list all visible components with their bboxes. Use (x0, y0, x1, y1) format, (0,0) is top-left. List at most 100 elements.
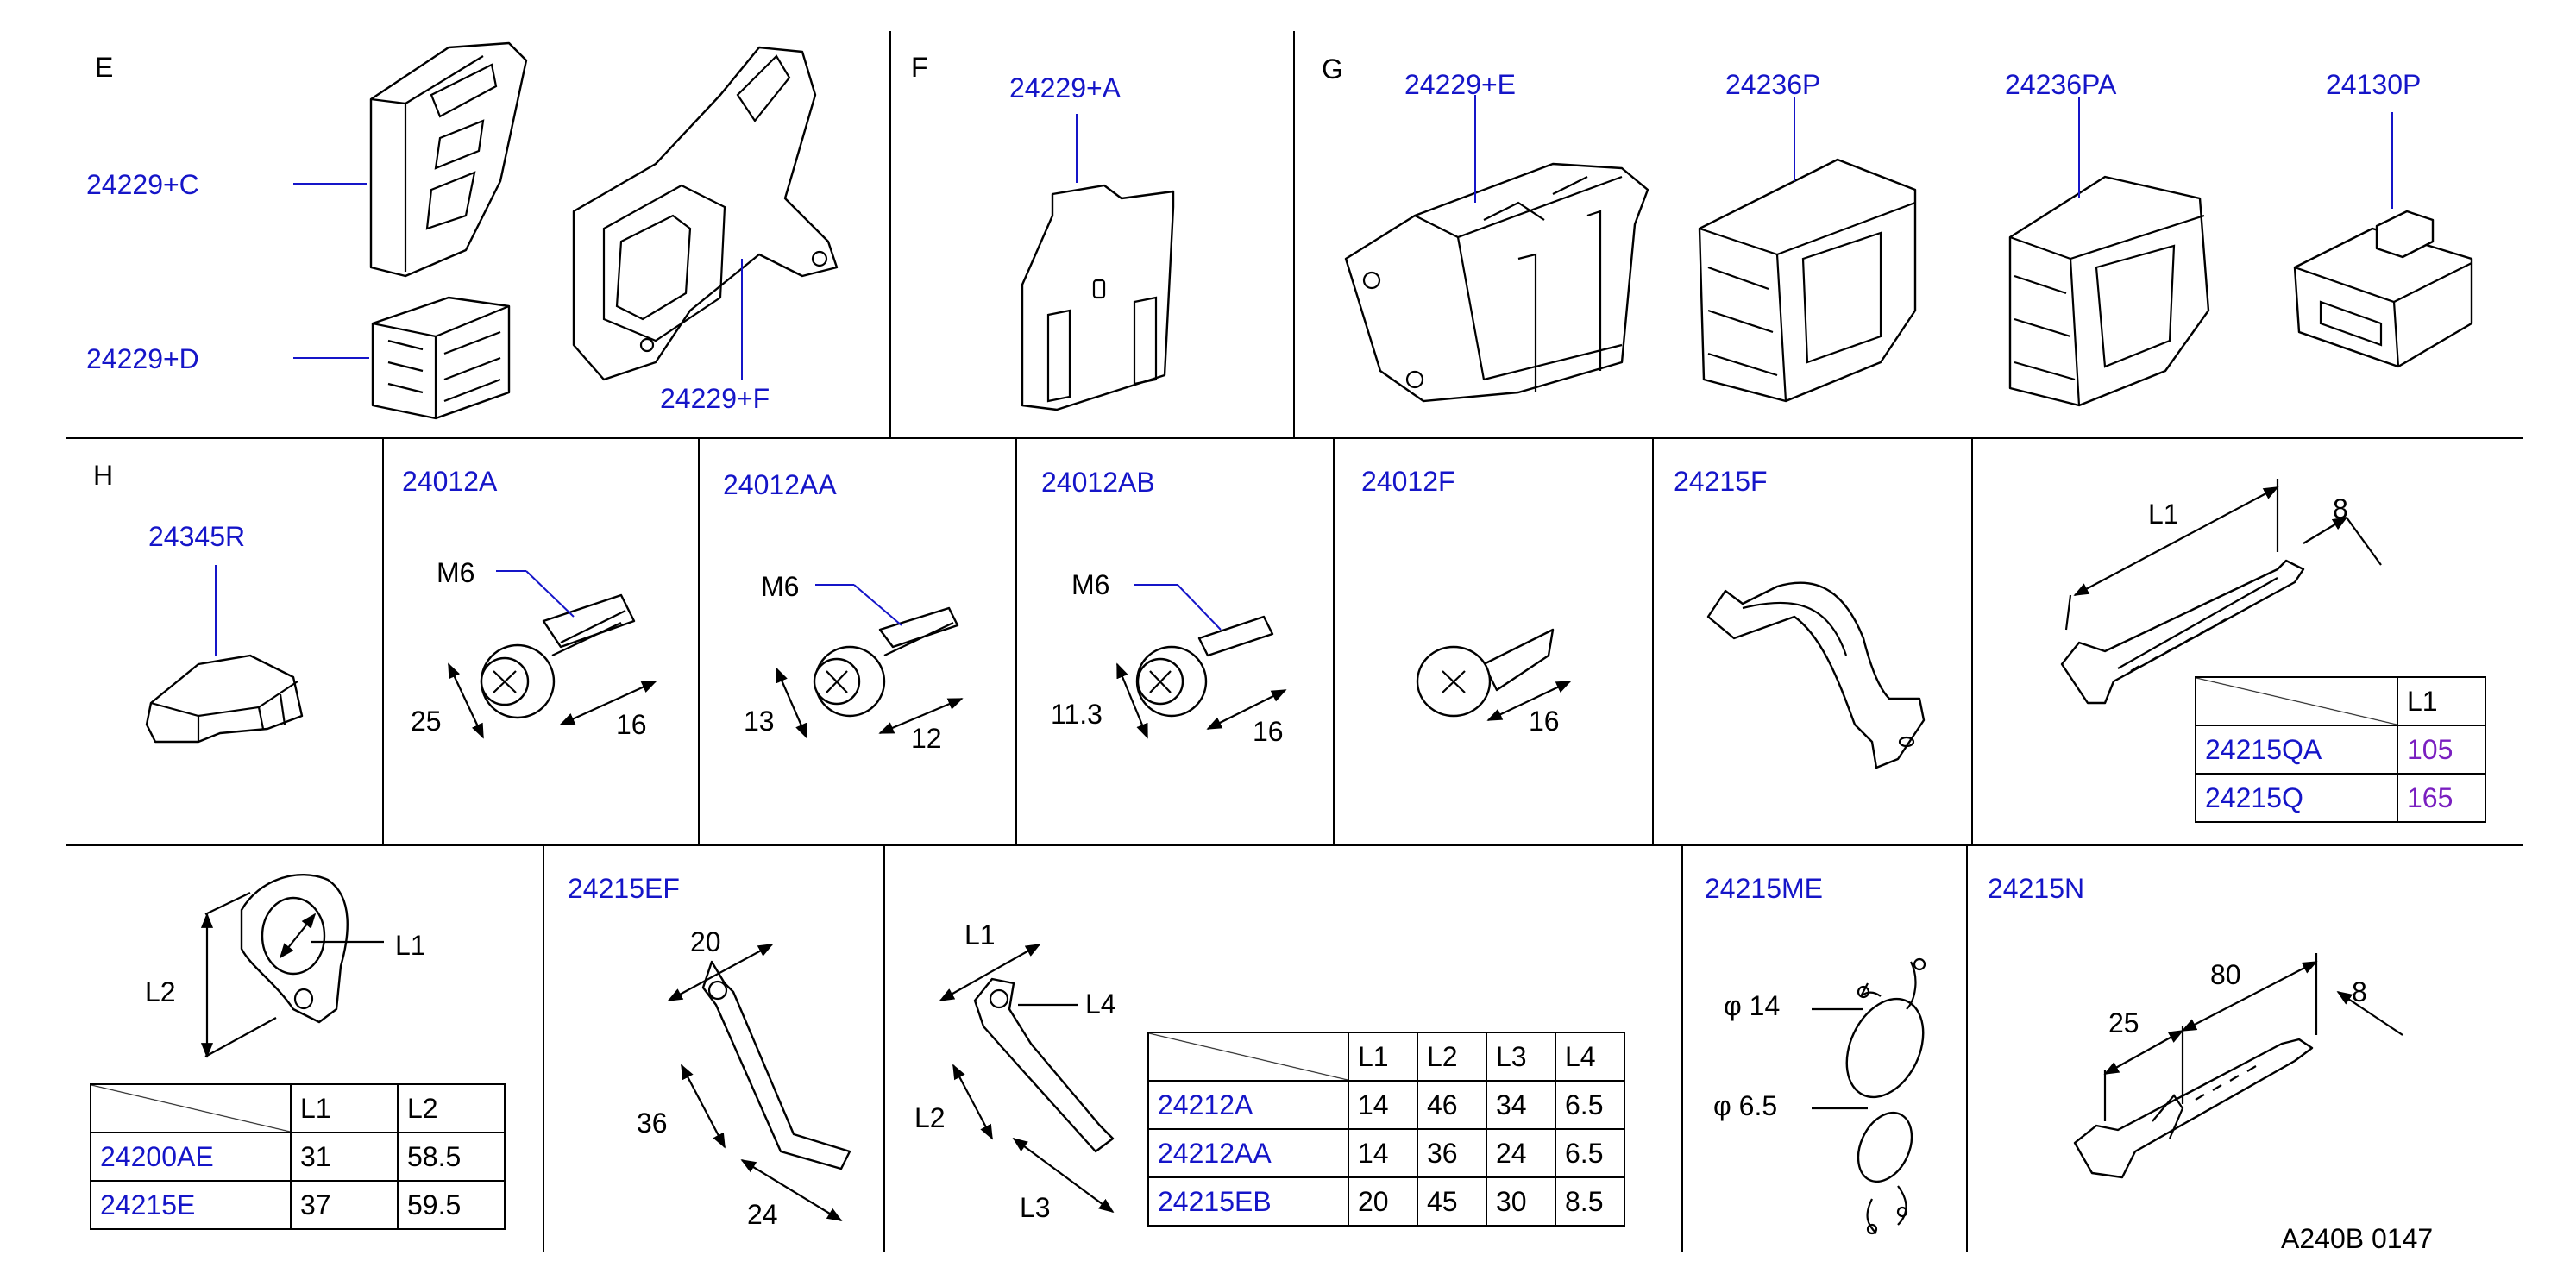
dim-24215n-25 (2103, 1030, 2184, 1075)
dim-label-24012ab-thread: 16 (1253, 716, 1284, 747)
table-corner-cell (2195, 676, 2398, 726)
table-cell-l2: 45 (1417, 1176, 1487, 1227)
dim-label-24215q-l1: L1 (2148, 499, 2179, 530)
part-number-24229f[interactable]: 24229+F (660, 383, 770, 414)
dim-label-24215me-dia-big: φ 14 (1724, 990, 1781, 1021)
table-cell-l2: 36 (1417, 1128, 1487, 1178)
part-24012f-drawing (1416, 628, 1555, 718)
table-header-l3: L3 (1486, 1032, 1556, 1082)
table-cell-l2: 58.5 (397, 1132, 506, 1182)
part-number-24215me[interactable]: 24215ME (1705, 873, 1823, 904)
section-letter-f: F (911, 52, 928, 83)
part-24012aa-drawing (813, 606, 959, 718)
dim-label-24212a-l2: L2 (914, 1102, 946, 1133)
table-cell-l1: 31 (290, 1132, 399, 1182)
dim-label-24012aa-thread: 12 (911, 723, 942, 754)
dim-label-24200ae-l1: L1 (395, 930, 426, 961)
table-cell-l4: 8.5 (1555, 1176, 1625, 1227)
section-letter-e: E (95, 52, 114, 83)
part-number-24012f[interactable]: 24012F (1361, 466, 1455, 497)
part-24215n-drawing (2073, 1038, 2314, 1179)
table-cell-l3: 24 (1486, 1128, 1556, 1178)
table-cell-l2: 46 (1417, 1080, 1487, 1130)
part-number-24215f[interactable]: 24215F (1674, 466, 1768, 497)
part-24236pa-drawing (2008, 175, 2210, 407)
dim-label-24215q-width: 8 (2333, 493, 2348, 524)
table-cell-part[interactable]: 24215E (90, 1180, 292, 1230)
part-number-24012a[interactable]: 24012A (402, 466, 498, 497)
section-letter-h: H (93, 460, 114, 491)
table-row: 24212A 14 46 34 6.5 (1147, 1080, 1625, 1130)
table-row: 24200AE 31 58.5 (90, 1132, 506, 1182)
table-cell-l1: 165 (2397, 773, 2486, 823)
part-number-24012aa[interactable]: 24012AA (723, 469, 837, 500)
dim-label-24012aa-length: 13 (744, 706, 775, 737)
diagram-code: A240B 0147 (2281, 1223, 2434, 1254)
part-24215ef-drawing (701, 960, 851, 1170)
table-header-l2: L2 (1417, 1032, 1487, 1082)
table-cell-l1: 14 (1348, 1128, 1418, 1178)
dim-24215ef-width (667, 944, 774, 1001)
table-header-l1: L1 (290, 1083, 399, 1133)
section-letter-g: G (1322, 53, 1343, 85)
part-number-24229c[interactable]: 24229+C (86, 169, 199, 200)
spec-table-24215q: L1 24215QA 105 24215Q 165 (2195, 676, 2486, 823)
table-cell-part[interactable]: 24212AA (1147, 1128, 1349, 1178)
table-cell-part[interactable]: 24212A (1147, 1080, 1349, 1130)
table-header-l2: L2 (397, 1083, 506, 1133)
table-header-row: L1 L2 L3 L4 (1147, 1032, 1625, 1082)
table-cell-l3: 34 (1486, 1080, 1556, 1130)
part-number-24229e[interactable]: 24229+E (1404, 69, 1517, 100)
part-number-24130p[interactable]: 24130P (2326, 69, 2422, 100)
table-header-l4: L4 (1555, 1032, 1625, 1082)
part-number-24236p[interactable]: 24236P (1725, 69, 1821, 100)
part-number-24229d[interactable]: 24229+D (86, 343, 199, 374)
table-cell-part[interactable]: 24215QA (2195, 725, 2398, 775)
spec-table-24200ae: L1 L2 24200AE 31 58.5 24215E 37 59.5 (90, 1083, 506, 1230)
dim-label-24215n-25: 25 (2108, 1007, 2139, 1038)
table-cell-part[interactable]: 24215Q (2195, 773, 2398, 823)
part-24229f-drawing (572, 46, 839, 381)
table-row: 24215E 37 59.5 (90, 1180, 506, 1230)
part-24215me-drawing (1845, 957, 1926, 1235)
part-24130p-drawing (2293, 210, 2473, 368)
dim-label-24215ef-width: 20 (690, 926, 721, 957)
table-header-row: L1 (2195, 676, 2486, 726)
table-corner-cell (90, 1083, 292, 1133)
part-24215f-drawing (1706, 581, 1926, 769)
part-number-24345r[interactable]: 24345R (148, 521, 246, 552)
part-24215q-drawing (2060, 559, 2305, 705)
part-24229d-drawing (371, 296, 511, 420)
table-cell-l1: 14 (1348, 1080, 1418, 1130)
table-cell-l4: 6.5 (1555, 1128, 1625, 1178)
table-row: 24212AA 14 36 24 6.5 (1147, 1128, 1625, 1178)
part-number-24215ef[interactable]: 24215EF (568, 873, 680, 904)
table-cell-l1: 20 (1348, 1176, 1418, 1227)
dim-label-24215n-width: 8 (2352, 976, 2367, 1007)
part-number-24215n[interactable]: 24215N (1988, 873, 2085, 904)
table-cell-l1: 105 (2397, 725, 2486, 775)
table-header-l1: L1 (1348, 1032, 1418, 1082)
dim-label-24012ab-length: 11.3 (1051, 699, 1103, 730)
part-24012a-drawing (480, 593, 636, 719)
part-number-24236pa[interactable]: 24236PA (2005, 69, 2117, 100)
part-24229a-drawing (1021, 184, 1175, 411)
dim-label-24215ef-height: 36 (637, 1107, 668, 1139)
table-cell-part[interactable]: 24215EB (1147, 1176, 1349, 1227)
table-cell-part[interactable]: 24200AE (90, 1132, 292, 1182)
part-number-24229a[interactable]: 24229+A (1009, 72, 1122, 104)
dim-24215q-l1 (2073, 486, 2279, 596)
thread-label-24012aa: M6 (761, 571, 800, 602)
part-number-24012ab[interactable]: 24012AB (1041, 467, 1155, 498)
table-header-row: L1 L2 (90, 1083, 506, 1133)
dim-label-24212a-l4: L4 (1085, 988, 1116, 1020)
part-24229c-drawing (369, 41, 528, 278)
dim-label-24215n-80: 80 (2210, 959, 2241, 990)
table-cell-l4: 6.5 (1555, 1080, 1625, 1130)
dim-24212a-l1 (939, 944, 1041, 1001)
dim-label-24012a-length: 25 (411, 706, 442, 737)
dim-24215n-80 (2181, 961, 2318, 1032)
table-corner-cell (1147, 1032, 1349, 1082)
